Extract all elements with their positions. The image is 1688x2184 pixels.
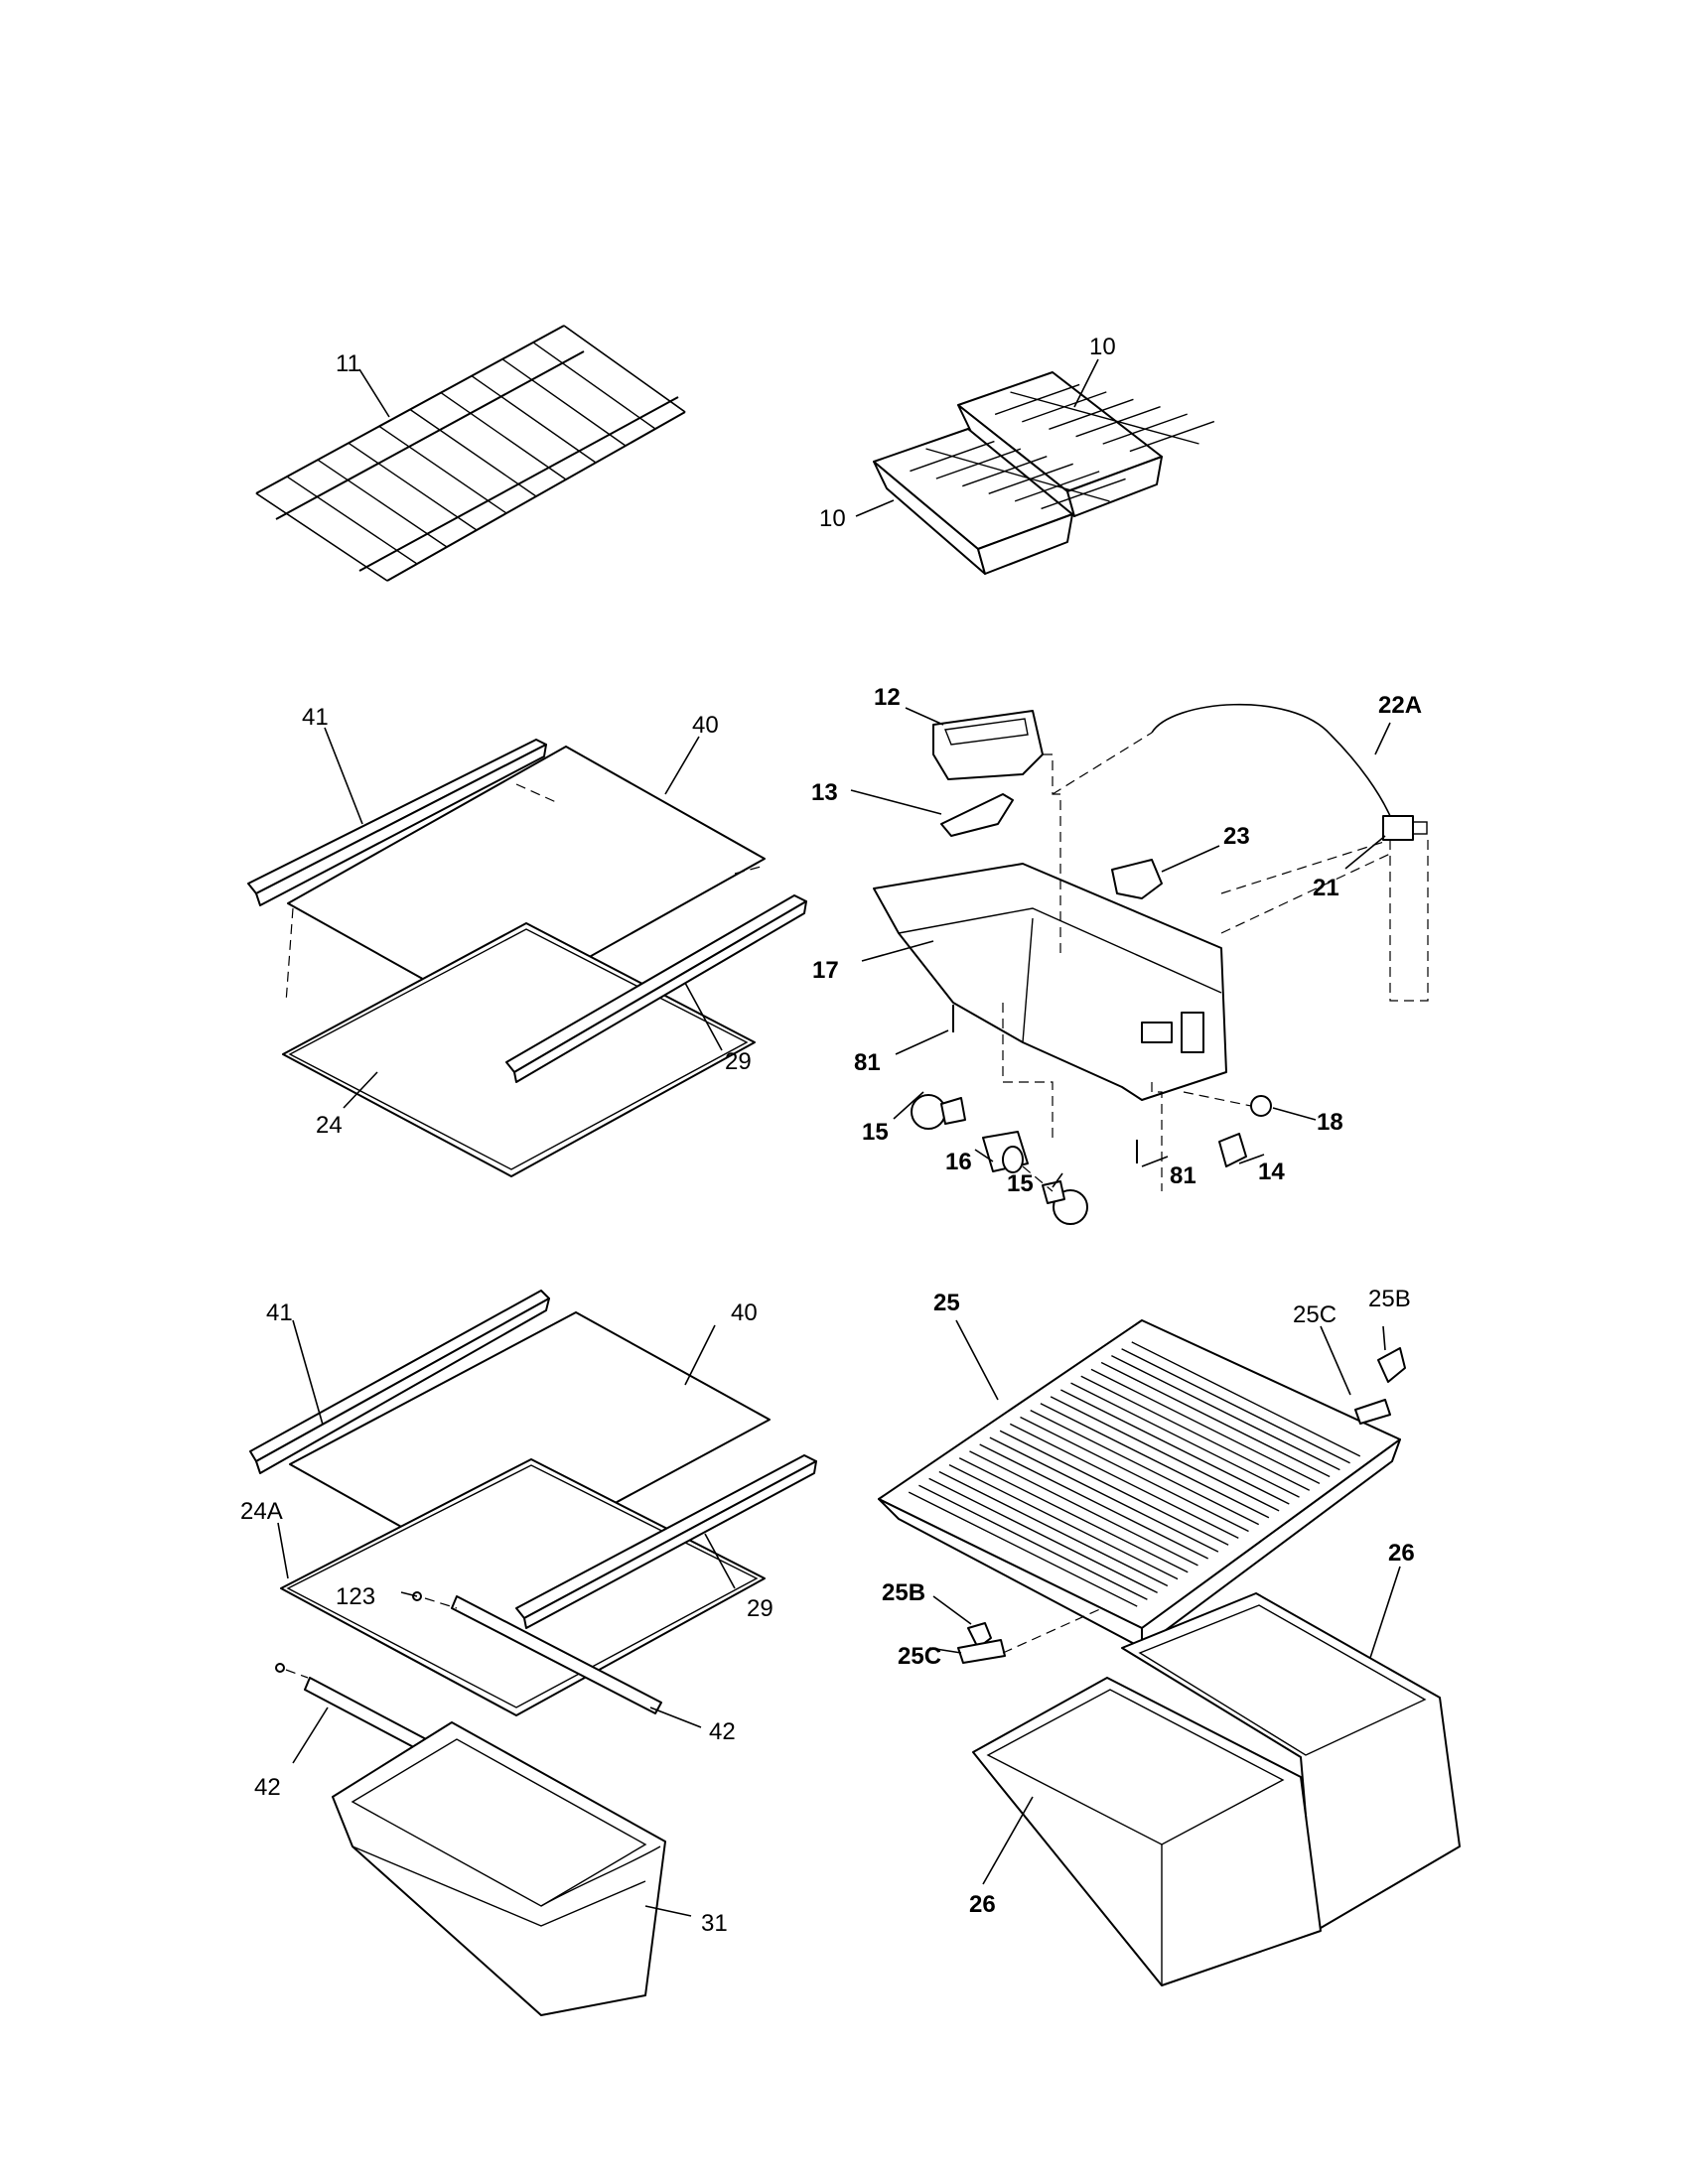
- callout-41-upper: 41: [302, 704, 329, 731]
- drawing-line: [317, 459, 448, 548]
- callout-31: 31: [701, 1910, 728, 1937]
- drawing-line: [1020, 1416, 1249, 1533]
- callout-22a: 22A: [1378, 692, 1422, 719]
- glass-shelf-assembly-2: [249, 1290, 817, 2016]
- drawing-line: [948, 1463, 1179, 1580]
- drawing-line: [1050, 1396, 1280, 1512]
- drawing-line: [440, 392, 567, 480]
- drawing-line: [1030, 1409, 1260, 1526]
- drawing-line: [969, 1450, 1198, 1567]
- drawing-line: [1111, 1354, 1340, 1471]
- drawing-line: [286, 476, 418, 565]
- callout-21: 21: [1313, 875, 1339, 901]
- drawing-line: [348, 442, 478, 531]
- drawing-line: [1121, 1348, 1350, 1464]
- callout-25b-top: 25B: [1368, 1286, 1411, 1312]
- drawing-line: [1060, 1389, 1290, 1505]
- callout-25c-top: 25C: [1293, 1301, 1336, 1328]
- callout-42-right: 42: [709, 1718, 736, 1745]
- drawing-line: [471, 375, 597, 464]
- callout-29-upper: 29: [725, 1048, 752, 1075]
- drawing-line: [1131, 1341, 1361, 1457]
- callout-29-lower: 29: [747, 1595, 774, 1622]
- drawing-line: [958, 1457, 1189, 1573]
- drawing-line: [918, 1484, 1148, 1600]
- callout-23: 23: [1223, 823, 1250, 850]
- callout-25c-bottom: 25C: [898, 1643, 941, 1670]
- drawing-line: [501, 358, 627, 447]
- callout-15-left: 15: [862, 1119, 889, 1146]
- callout-123: 123: [336, 1583, 375, 1610]
- callout-42-left: 42: [254, 1774, 281, 1801]
- callout-16: 16: [945, 1149, 972, 1175]
- callout-26-right: 26: [1388, 1540, 1415, 1567]
- callout-25: 25: [933, 1290, 960, 1316]
- drawing-line: [999, 1430, 1229, 1546]
- callout-13: 13: [811, 779, 838, 806]
- callout-15-right: 15: [1007, 1170, 1034, 1197]
- crisper-cover-assembly: [878, 1319, 1461, 1986]
- drawing-line: [1010, 391, 1199, 445]
- ice-tray-front: [873, 428, 1126, 575]
- callout-18: 18: [1317, 1109, 1343, 1136]
- control-housing-assembly: [873, 703, 1429, 1225]
- drawing-line: [1009, 1423, 1239, 1540]
- callout-41-lower: 41: [266, 1299, 293, 1326]
- callout-12: 12: [874, 684, 901, 711]
- drawing-line: [532, 341, 656, 430]
- callout-10-back: 10: [1089, 334, 1116, 360]
- callout-25b-bottom: 25B: [882, 1579, 925, 1606]
- drawing-line: [563, 325, 686, 413]
- glass-shelf-assembly-1: [247, 739, 807, 1177]
- wire-shelf: [255, 325, 686, 582]
- callout-40-lower: 40: [731, 1299, 758, 1326]
- callout-10-front: 10: [819, 505, 846, 532]
- callout-11: 11: [336, 350, 360, 377]
- callout-labels: 11 10 10 41 40 29 24 12 13 22A 23 21 17 …: [240, 334, 1422, 1937]
- drawing-line: [1040, 1403, 1270, 1519]
- drawing-line: [938, 1470, 1169, 1587]
- callout-81-left: 81: [854, 1049, 881, 1076]
- callout-24a: 24A: [240, 1498, 283, 1525]
- ice-tray-back: [957, 371, 1215, 517]
- drawing-line: [989, 1436, 1219, 1553]
- callout-81-right: 81: [1170, 1162, 1196, 1189]
- drawing-line: [1090, 1368, 1321, 1485]
- drawing-line: [255, 492, 388, 582]
- drawing-line: [979, 1443, 1208, 1560]
- callout-40-upper: 40: [692, 712, 719, 739]
- drawing-line: [1070, 1382, 1300, 1498]
- callout-14: 14: [1258, 1159, 1285, 1185]
- callout-24: 24: [316, 1112, 343, 1139]
- drawing-line: [409, 408, 537, 497]
- callout-leaders: [277, 358, 1401, 1917]
- drawing-line: [925, 448, 1110, 502]
- drawing-line: [378, 425, 507, 514]
- drawing-line: [928, 1477, 1158, 1594]
- callout-26-left: 26: [969, 1891, 996, 1918]
- drawing-line: [1080, 1375, 1311, 1491]
- drawing-line: [1100, 1361, 1331, 1478]
- callout-17: 17: [812, 957, 839, 984]
- drawing-line: [908, 1491, 1138, 1607]
